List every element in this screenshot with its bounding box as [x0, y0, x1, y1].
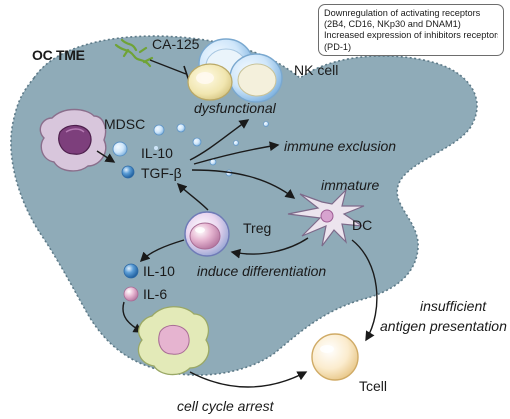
callout-line: (PD-1) [324, 41, 352, 52]
il10-bottom-label: IL-10 [143, 263, 175, 279]
tme-title: OC TME [32, 47, 85, 63]
il6-bubble-icon [123, 286, 139, 302]
ca125-inhibition-line [149, 59, 187, 75]
tcell-label: Tcell [359, 378, 387, 394]
t-cell-icon [311, 333, 359, 381]
induce-differentiation-label: induce differentiation [197, 263, 326, 279]
treg-label: Treg [243, 220, 271, 236]
callout-line: (2B4, CD16, NKp30 and DNAM1) [324, 19, 461, 30]
antigen-presentation-label: antigen presentation [380, 318, 507, 334]
dc-label: DC [352, 217, 372, 233]
dc-to-treg-arrow [230, 237, 309, 259]
tgfb-label: TGF-β [141, 165, 182, 181]
nk-receptor-callout: Downregulation of activating receptors (… [318, 4, 504, 56]
mdsc-to-cytokines-arrow [96, 150, 116, 163]
macrophage-to-tcell-arrow [189, 371, 308, 388]
nk-cell-icon [187, 38, 283, 103]
treg-to-il10-arrow [139, 239, 185, 263]
callout-line: Downregulation of activating receptors [324, 8, 481, 18]
il10-top-label: IL-10 [141, 145, 173, 161]
dysfunctional-label: dysfunctional [194, 100, 277, 116]
cell-cycle-arrest-label: cell cycle arrest [177, 398, 275, 414]
dendritic-cell-icon [287, 188, 365, 247]
il6-label: IL-6 [143, 286, 167, 302]
insufficient-label: insufficient [420, 298, 487, 314]
cytokines-to-exclusion-arrow [193, 141, 280, 165]
immature-label: immature [321, 177, 380, 193]
mdsc-label: MDSC [104, 116, 145, 132]
immune-exclusion-label: immune exclusion [284, 138, 396, 154]
cytokines-to-dc-arrow [191, 169, 296, 199]
ca125-molecule-icon [114, 38, 154, 68]
nk-cell-label: NK cell [294, 62, 338, 78]
cytokine-bubbles [112, 121, 269, 179]
il10-bubble-icon [123, 263, 139, 279]
treg-cell-icon [184, 211, 230, 257]
cytokines-to-nk-arrow [189, 119, 250, 161]
dc-to-tcell-arrow [351, 239, 378, 342]
macrophage-cell-icon [137, 306, 210, 376]
callout-line: Increased expression of inhibitors recep… [324, 30, 498, 41]
mdsc-cell-icon [39, 108, 107, 172]
ca125-label: CA-125 [152, 36, 200, 52]
treg-to-cytokines-arrow [176, 182, 209, 211]
